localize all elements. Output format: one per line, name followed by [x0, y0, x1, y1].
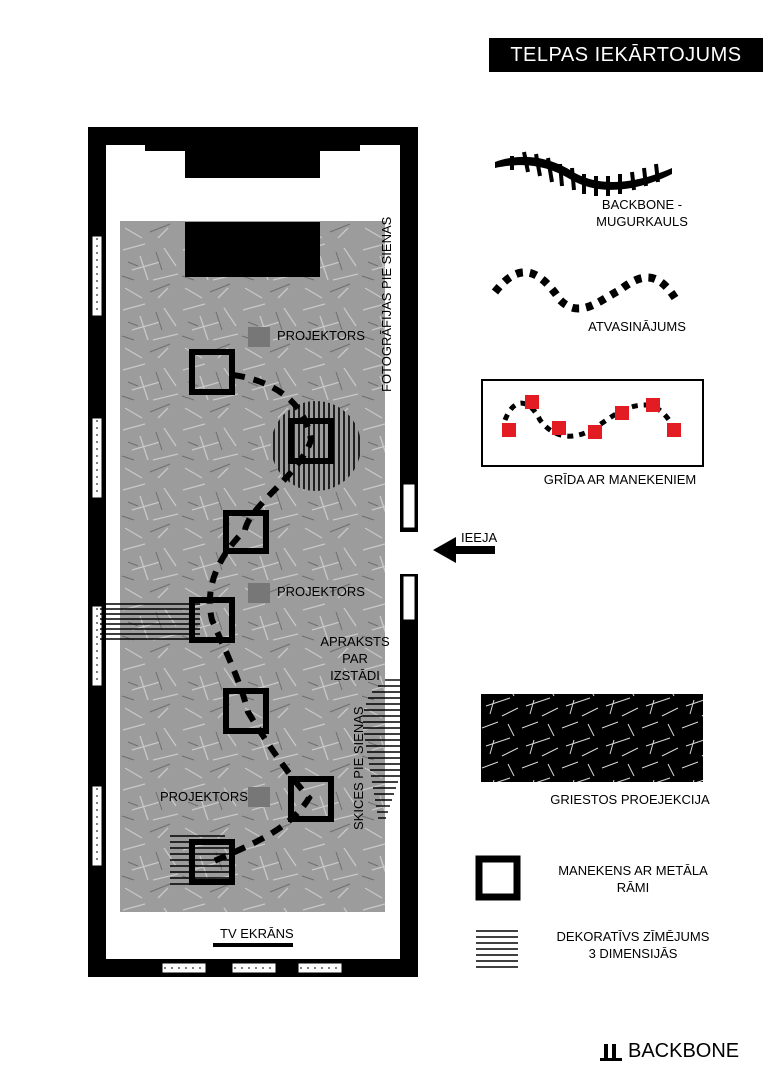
- projector-label-3: PROJEKTORS: [160, 789, 248, 804]
- backbone-path: [206, 372, 315, 865]
- mannequin-frame-6: [288, 776, 334, 822]
- tv-screen: [213, 943, 293, 947]
- brand-logo: BACKBONE: [600, 1040, 739, 1063]
- mannequin-frame-2: [288, 418, 334, 464]
- entrance-arrow-icon: [433, 537, 495, 563]
- top-block: [185, 148, 320, 178]
- ceiling-projection-icon: [481, 694, 703, 782]
- mannequin-frame-1: [189, 349, 235, 395]
- legend-backbone-label: BACKBONE - MUGURKAULS: [596, 197, 688, 229]
- exhibition-description-label: APRAKSTS PAR IZSTĀDI: [320, 634, 390, 683]
- mannequin-frame-5: [223, 688, 269, 734]
- entrance-label: IEEJA: [461, 530, 498, 545]
- projector-label-1: PROJEKTORS: [277, 328, 365, 343]
- page-title: TELPAS IEKĀRTOJUMS: [489, 38, 763, 72]
- mannequin-frame-7: [189, 839, 235, 885]
- projector-1: [248, 327, 270, 347]
- entrance-opening: [399, 532, 420, 574]
- backbone-icon: [495, 151, 672, 196]
- decorative-drawing-icon: [476, 930, 518, 968]
- decorative-drawing-left: [100, 603, 200, 640]
- projector-label-2: PROJEKTORS: [277, 584, 365, 599]
- brand-name: BACKBONE: [628, 1040, 740, 1062]
- mannequin-frame-3: [223, 510, 269, 554]
- tv-screen-label: TV EKRĀNS: [220, 926, 294, 941]
- floor-area: [120, 221, 385, 912]
- decorative-drawing-right: [363, 679, 400, 819]
- projector-2: [248, 583, 270, 603]
- legend-drawing-label: DEKORATĪVS ZĪMĒJUMS 3 DIMENSIJĀS: [556, 929, 710, 961]
- right-wall-windows: [402, 483, 416, 621]
- mannequin-frame-icon: [475, 855, 521, 901]
- cooling-wave-icon: [491, 268, 679, 313]
- bottom-wall-windows: [161, 962, 343, 974]
- sketches-wall-label: SKICES PIE SIENAS: [351, 706, 366, 830]
- photos-wall-label: FOTOGRĀFIJAS PIE SIENAS: [379, 216, 394, 392]
- legend-mannequin-label: MANEKENS AR METĀLA RĀMI: [558, 863, 708, 895]
- mannequin-frame-4: [189, 597, 235, 643]
- legend-floor-label: GRĪDA AR MANEKENIEM: [543, 472, 697, 487]
- left-wall-windows: [91, 235, 103, 867]
- legend-ceiling-label: GRIESTOS PROEJEKCIJA: [550, 792, 710, 807]
- legend-cooling-label: ATVASINĀJUMS: [588, 319, 686, 334]
- brand-logo-icon: [600, 1043, 622, 1061]
- projector-3: [248, 787, 270, 807]
- floor-legend-icon: [481, 379, 704, 467]
- display-block: [185, 222, 320, 277]
